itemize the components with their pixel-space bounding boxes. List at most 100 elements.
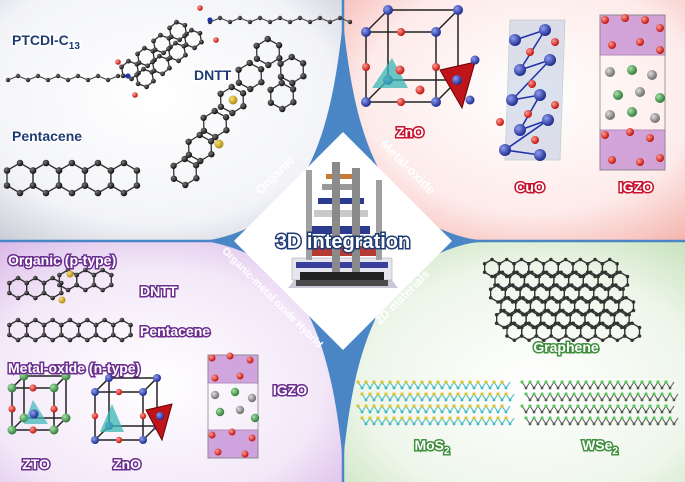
- atom: [532, 416, 536, 420]
- atom: [120, 189, 128, 197]
- graphene-label: Graphene: [533, 339, 599, 355]
- atom: [584, 380, 588, 384]
- atom: [499, 300, 503, 304]
- mos2-layers: [356, 380, 515, 426]
- atom: [356, 404, 360, 408]
- atom: [61, 413, 71, 423]
- atom: [500, 404, 504, 408]
- atom: [247, 393, 257, 403]
- atom: [50, 295, 55, 301]
- atom: [608, 41, 616, 49]
- atom: [625, 274, 630, 279]
- atom: [496, 416, 500, 420]
- atom: [119, 317, 125, 323]
- atom: [207, 138, 215, 145]
- atom: [15, 317, 21, 323]
- atom: [24, 332, 29, 338]
- atom: [524, 386, 528, 390]
- atom: [644, 386, 648, 390]
- atom: [7, 280, 12, 286]
- atom: [215, 407, 225, 417]
- atom: [668, 386, 672, 390]
- atom: [83, 287, 88, 293]
- atom: [551, 38, 559, 46]
- atom: [619, 308, 624, 313]
- atom: [464, 386, 468, 390]
- atom: [223, 127, 230, 134]
- atom: [546, 308, 550, 313]
- atom: [7, 383, 17, 393]
- atom: [600, 380, 604, 384]
- atom: [503, 287, 508, 292]
- atom: [226, 352, 234, 360]
- atom: [380, 380, 384, 384]
- atom: [41, 332, 47, 338]
- atom: [50, 275, 55, 281]
- atom: [622, 334, 627, 338]
- cell: [599, 14, 666, 171]
- polyhedron: [100, 404, 124, 432]
- atom: [490, 257, 494, 262]
- atom: [275, 42, 283, 49]
- atom: [452, 75, 462, 85]
- atom: [641, 16, 649, 24]
- atom: [33, 337, 38, 343]
- atom: [170, 175, 178, 182]
- atom: [524, 110, 532, 118]
- atom: [664, 380, 668, 384]
- atom: [576, 422, 580, 426]
- atom: [524, 312, 528, 317]
- zno-label: ZnO: [396, 124, 424, 140]
- atom: [372, 422, 376, 426]
- atom: [444, 422, 448, 426]
- atom: [464, 392, 468, 396]
- atom: [253, 55, 261, 62]
- atom: [241, 450, 249, 458]
- atom: [400, 392, 404, 396]
- atom: [480, 386, 484, 390]
- atom: [620, 416, 624, 420]
- atom: [470, 55, 480, 65]
- atom: [364, 398, 368, 402]
- atom: [420, 380, 424, 384]
- atom: [519, 334, 524, 338]
- atom: [507, 274, 512, 279]
- atom: [585, 261, 590, 266]
- atom: [532, 386, 536, 390]
- atom: [150, 59, 155, 65]
- atom: [42, 159, 50, 167]
- atom: [551, 101, 559, 109]
- atom: [476, 398, 480, 402]
- hybrid-zno-label: ZnO: [113, 456, 141, 472]
- atom: [185, 138, 192, 145]
- atom: [608, 156, 616, 164]
- atom: [660, 386, 664, 390]
- atom: [528, 422, 532, 426]
- atom: [556, 261, 561, 266]
- atom: [33, 295, 38, 301]
- atom: [572, 392, 576, 396]
- atom: [456, 410, 460, 414]
- atom: [504, 410, 508, 414]
- atom: [424, 386, 428, 390]
- atom: [128, 322, 133, 328]
- atom: [510, 283, 515, 287]
- atom: [572, 300, 577, 304]
- atom: [656, 154, 664, 162]
- atom: [452, 404, 456, 408]
- atom: [3, 167, 11, 174]
- atom: [556, 392, 560, 396]
- atom: [428, 404, 432, 408]
- atom: [115, 73, 121, 79]
- atom: [400, 410, 404, 414]
- atom: [24, 322, 29, 328]
- atom: [100, 287, 105, 293]
- atom: [183, 42, 189, 48]
- atom: [624, 422, 628, 426]
- atom: [156, 412, 164, 420]
- atom: [492, 380, 496, 384]
- atom: [576, 398, 580, 402]
- atom: [588, 416, 592, 420]
- atom: [81, 182, 89, 189]
- atom: [637, 334, 642, 338]
